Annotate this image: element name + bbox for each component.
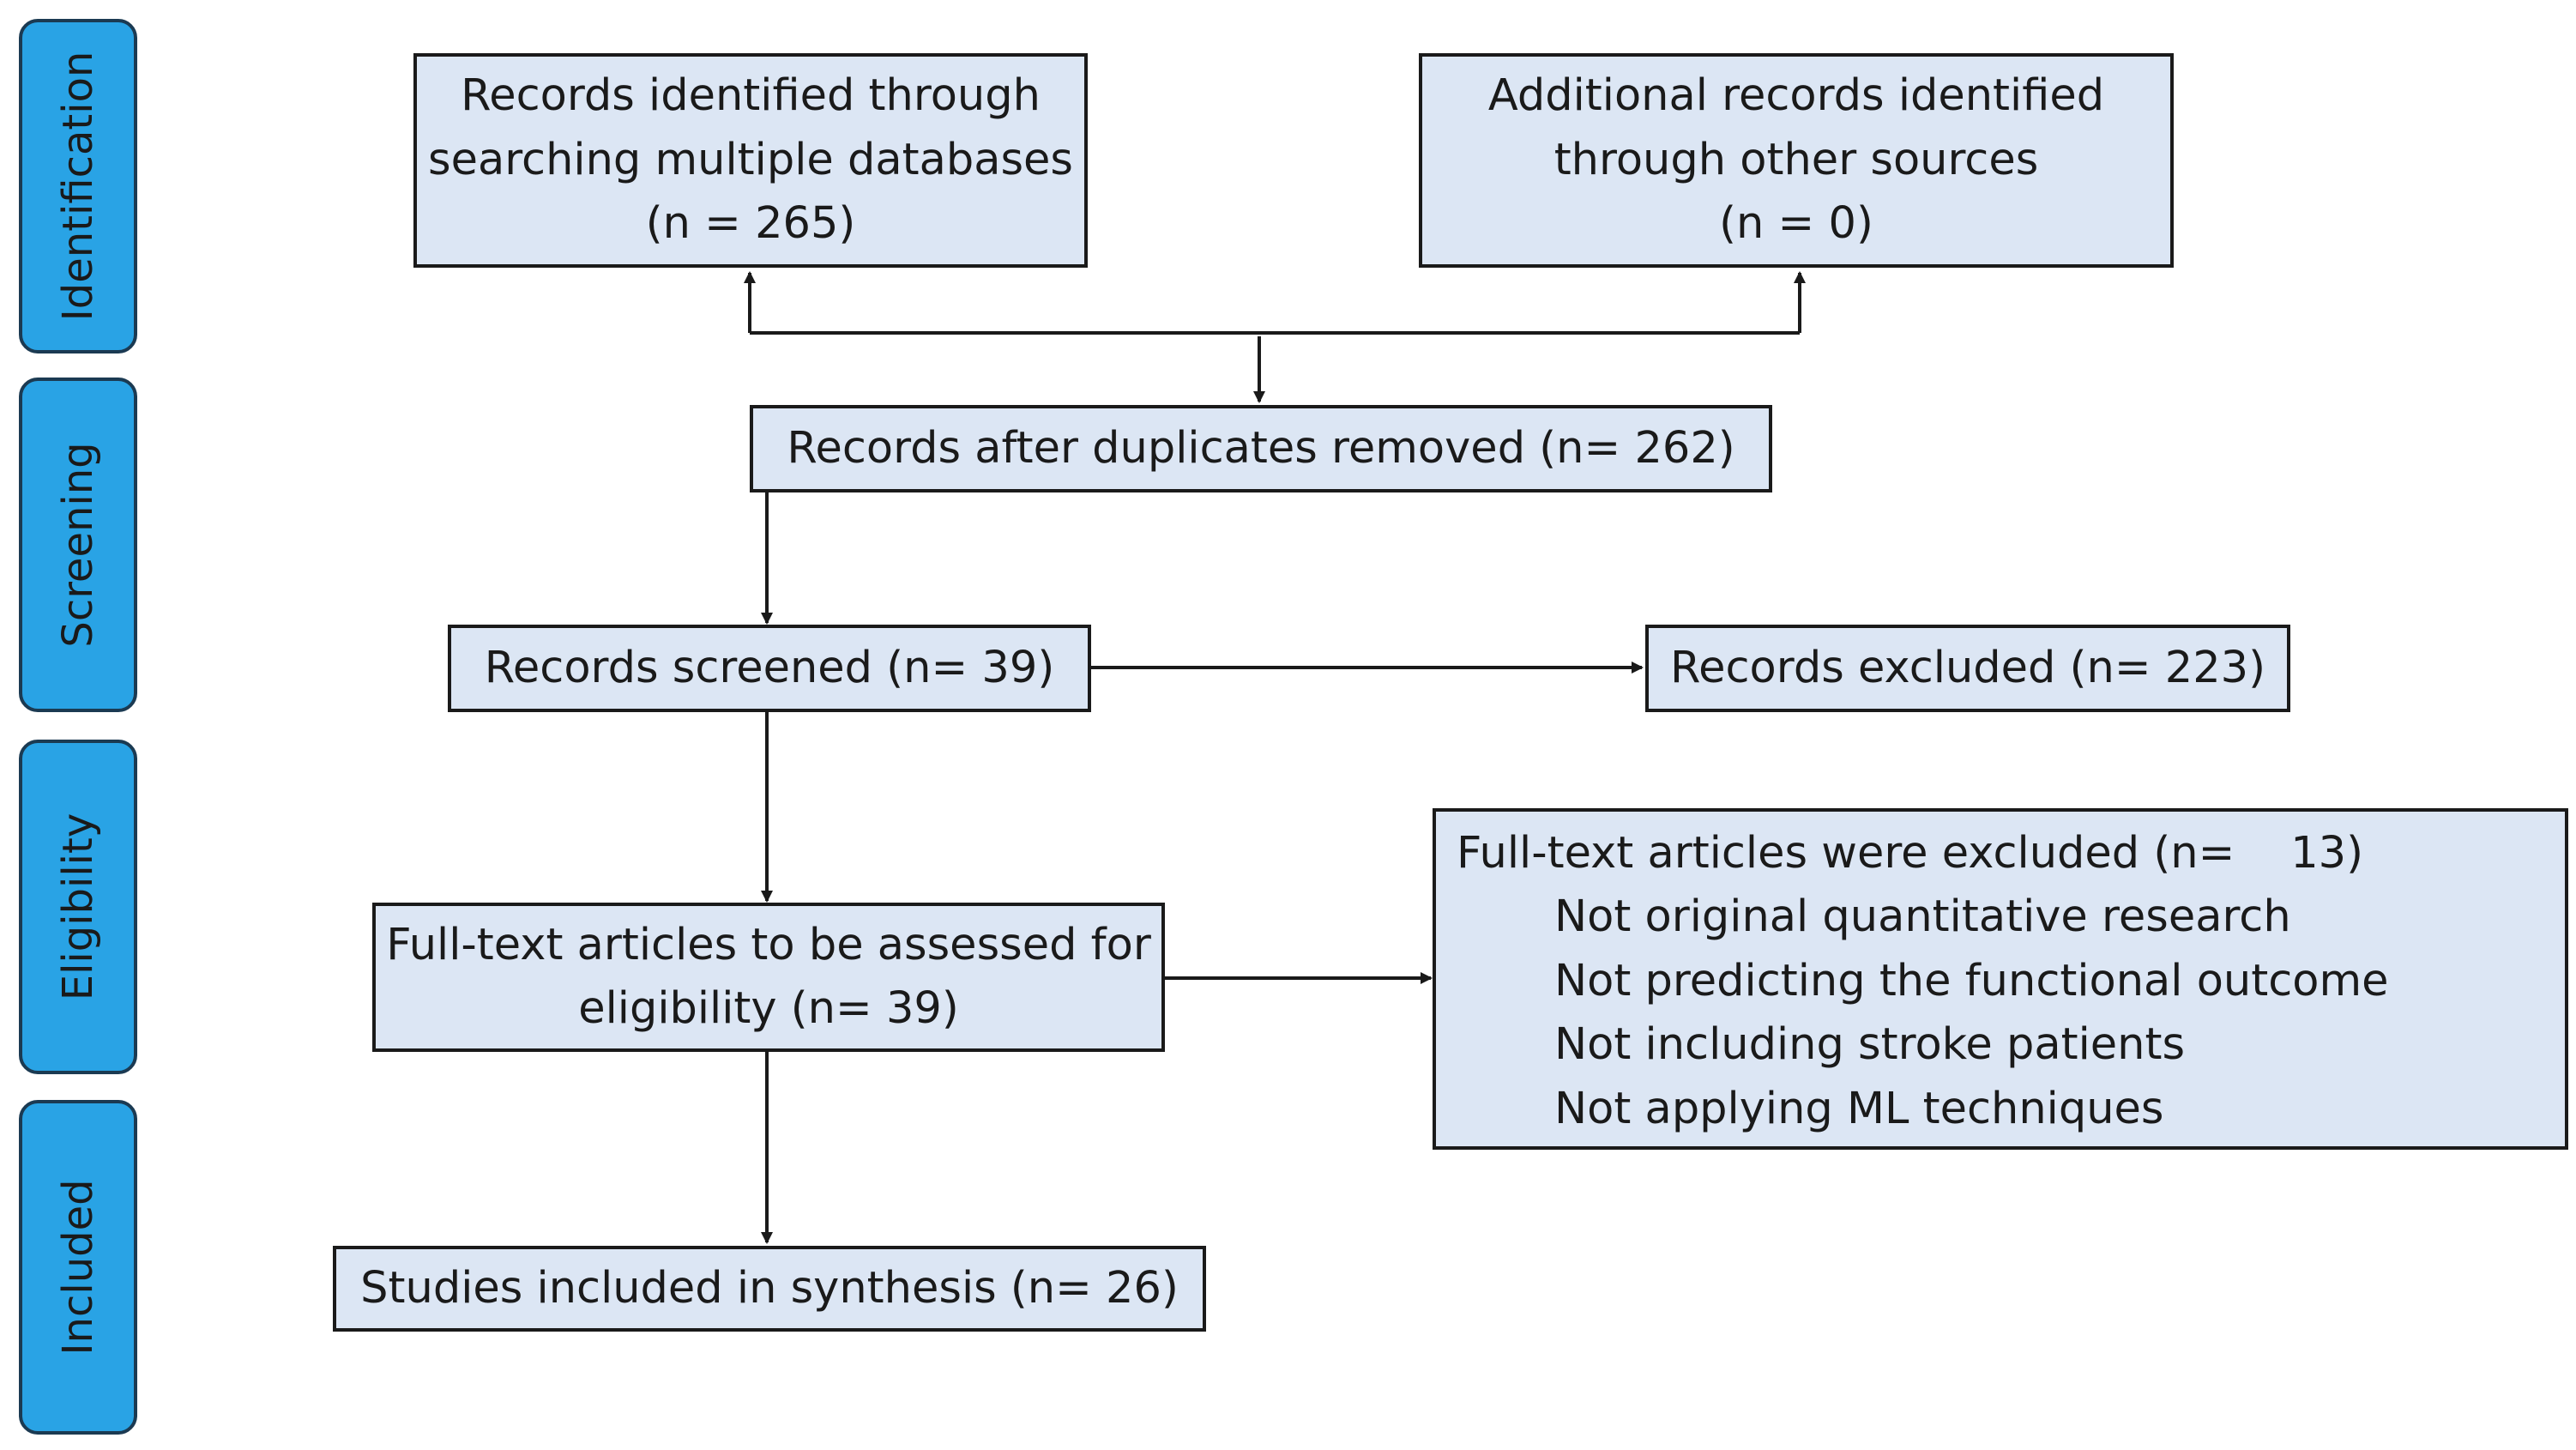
additional-records-line-1: Additional records identified [1487, 70, 2105, 122]
assessed-articles-box: Full-text articles to be assessed for el… [372, 903, 1165, 1052]
deduplicated-records-box: Records after duplicates removed (n= 262… [750, 405, 1772, 492]
identified-records-count: (n = 265) [645, 198, 856, 250]
exclusion-reason-item: Not applying ML techniques [1554, 1083, 2164, 1134]
screened-records-box: Records screened (n= 39) [448, 625, 1091, 712]
deduplicated-records-text: Records after duplicates removed (n= 262… [787, 422, 1735, 474]
included-studies-text: Studies included in synthesis (n= 26) [360, 1262, 1179, 1314]
identified-records-line-2: searching multiple databases [428, 134, 1073, 185]
additional-records-line-2: through other sources [1553, 134, 2039, 185]
exclusion-reason-item: Not original quantitative research [1554, 891, 2291, 943]
fulltext-excluded-box: Full-text articles were excluded (n= 13)… [1433, 808, 2568, 1150]
identified-records-line-1: Records identified through [461, 70, 1041, 122]
additional-records-count: (n = 0) [1719, 198, 1873, 250]
phase-screening: Screening [19, 378, 137, 712]
additional-records-box: Additional records identified through ot… [1419, 53, 2174, 268]
fulltext-excluded-heading: Full-text articles were excluded (n= 13) [1457, 828, 2363, 879]
phase-included: Included [19, 1100, 137, 1435]
included-studies-box: Studies included in synthesis (n= 26) [333, 1246, 1206, 1332]
phase-identification: Identification [19, 19, 137, 353]
identified-records-box: Records identified through searching mul… [413, 53, 1088, 268]
exclusion-reason-item: Not including stroke patients [1554, 1019, 2186, 1071]
phase-eligibility: Eligibility [19, 740, 137, 1074]
assessed-articles-line-1: Full-text articles to be assessed for [386, 919, 1151, 970]
exclusion-reason-item: Not predicting the functional outcome [1554, 955, 2389, 1006]
screened-records-text: Records screened (n= 39) [484, 642, 1055, 693]
excluded-records-text: Records excluded (n= 223) [1669, 642, 2266, 693]
excluded-records-box: Records excluded (n= 223) [1645, 625, 2290, 712]
assessed-articles-line-2: eligibility (n= 39) [578, 983, 959, 1034]
